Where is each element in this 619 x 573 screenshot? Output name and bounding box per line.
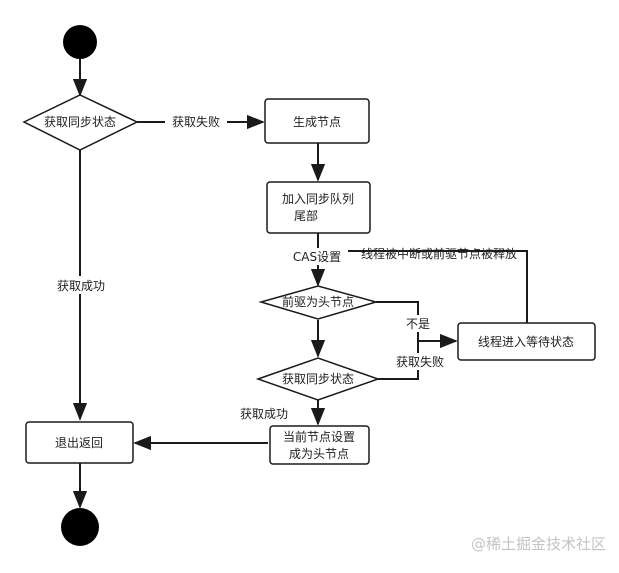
wait-state-label: 线程进入等待状态 [478, 334, 574, 349]
set-head-box: 当前节点设置 成为头节点 [269, 425, 370, 465]
acquire-sync-decision-2: 获取同步状态 [255, 357, 381, 401]
set-head-label-line1: 当前节点设置 [283, 429, 355, 444]
edge-label-interrupt-or-release: 线程被中断或前驱节点被释放 [361, 246, 517, 261]
acquire-sync-decision: 获取同步状态 [22, 94, 139, 151]
watermark: @稀土掘金技术社区 [471, 535, 606, 553]
end-node [61, 508, 99, 546]
edge-label-cas-set: CAS设置 [293, 250, 341, 264]
start-node [63, 25, 97, 59]
create-node-label: 生成节点 [293, 115, 341, 129]
acquire-sync-label: 获取同步状态 [44, 115, 116, 129]
pred-is-head-decision: 前驱为头节点 [258, 285, 379, 320]
enqueue-tail-label-line2: 尾部 [294, 208, 318, 223]
enqueue-tail-box: 加入同步队列 尾部 [266, 181, 371, 234]
edge-wait-to-pred-check [318, 250, 528, 323]
edge-label-acquire-success: 获取成功 [57, 279, 105, 293]
edge-label-acquire-fail-2: 获取失败 [396, 354, 444, 369]
exit-return-box: 退出返回 [25, 421, 134, 464]
edge-label-not-head: 不是 [406, 317, 430, 331]
edge-label-acquire-fail: 获取失败 [172, 114, 220, 129]
enqueue-tail-label-line1: 加入同步队列 [282, 191, 354, 206]
pred-is-head-label: 前驱为头节点 [282, 294, 354, 309]
wait-state-box: 线程进入等待状态 [457, 322, 596, 361]
create-node-box: 生成节点 [264, 98, 370, 144]
edge-label-acquire-success-2: 获取成功 [240, 407, 288, 421]
acquire-sync-2-label: 获取同步状态 [282, 372, 354, 386]
set-head-label-line2: 成为头节点 [289, 447, 349, 461]
exit-return-label: 退出返回 [55, 436, 103, 450]
